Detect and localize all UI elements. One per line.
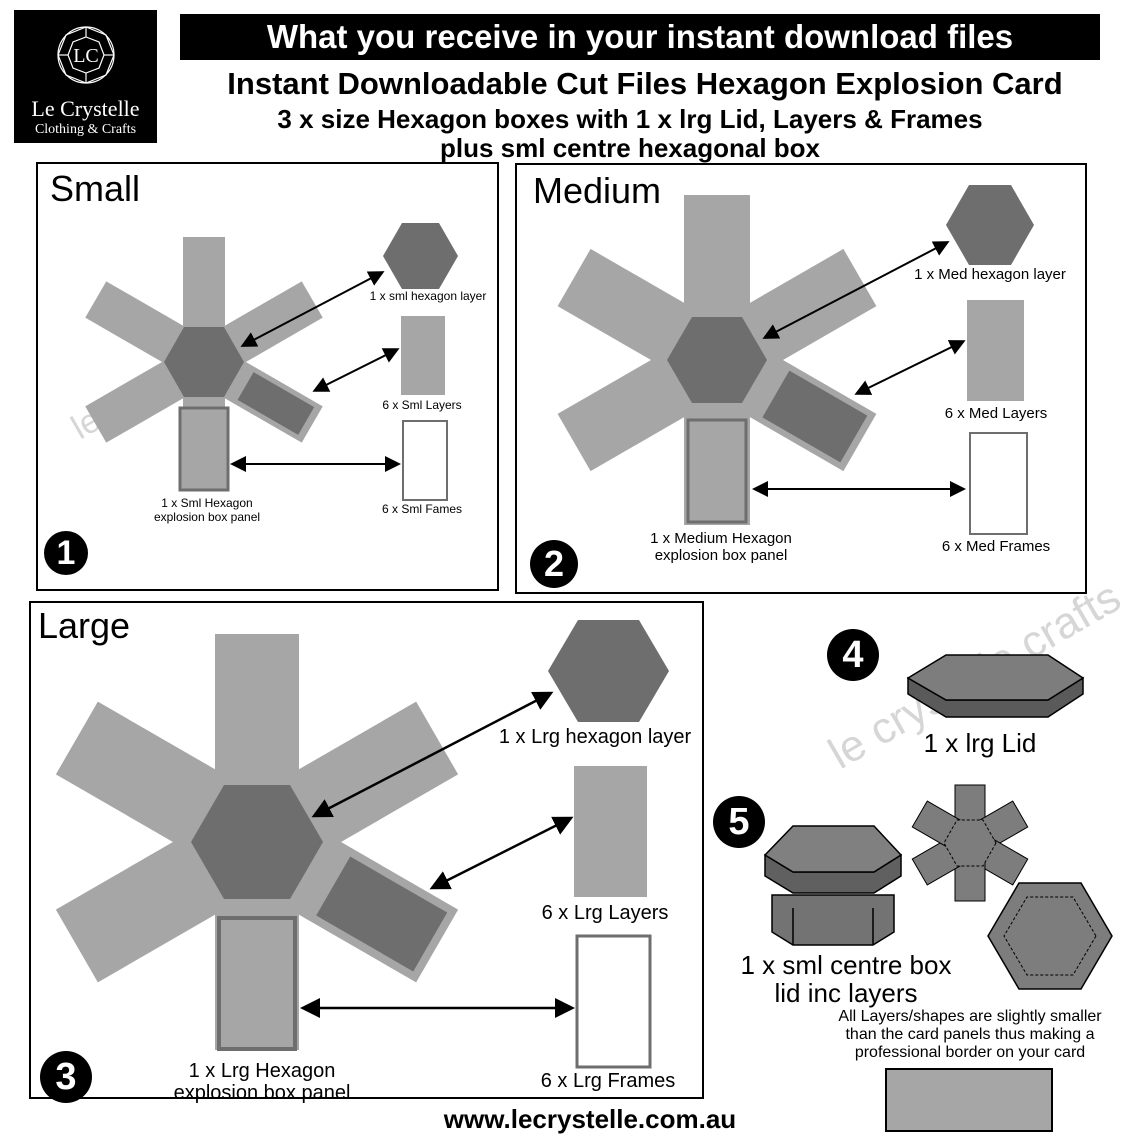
small-layers-caption: 6 x Sml Layers — [382, 398, 462, 412]
step-1-badge: 1 — [44, 531, 88, 575]
small-panel-caption-1: 1 x Sml Hexagon — [161, 496, 253, 510]
page-title: Instant Downloadable Cut Files Hexagon E… — [227, 66, 1063, 101]
lid-caption: 1 x lrg Lid — [923, 728, 1037, 758]
small-label: Small — [50, 168, 141, 209]
step-4-badge: 4 — [827, 629, 879, 681]
large-panel-caption-1: 1 x Lrg Hexagon — [188, 1060, 336, 1082]
subtitle-line-1: 3 x size Hexagon boxes with 1 x lrg Lid,… — [277, 104, 983, 134]
large-hexagon-caption: 1 x Lrg hexagon layer — [498, 726, 692, 748]
small-frames-caption: 6 x Sml Fames — [381, 502, 462, 516]
note-line-1: All Layers/shapes are slightly smaller — [838, 1008, 1102, 1025]
sample-layer-panel — [885, 1068, 1053, 1132]
lid-net-hexagon — [987, 882, 1113, 990]
centre-box — [763, 825, 903, 946]
small-hexagon-caption: 1 x sml hexagon layer — [369, 289, 487, 303]
note-line-3: professional border on your card — [854, 1044, 1086, 1061]
medium-panel — [515, 163, 1087, 594]
diamond-monogram-icon: LC — [57, 26, 115, 84]
medium-label: Medium — [533, 170, 662, 211]
box-net-star — [911, 784, 1029, 902]
medium-layer — [967, 300, 1024, 401]
medium-explosion-panel — [557, 195, 877, 525]
brand-tagline: Clothing & Crafts — [34, 122, 137, 137]
small-explosion-panel — [85, 237, 323, 492]
download-banner: What you receive in your instant downloa… — [180, 14, 1100, 60]
medium-panel-caption-2: explosion box panel — [654, 547, 788, 564]
large-hexagon-layer — [548, 620, 669, 722]
svg-text:LC: LC — [73, 45, 99, 67]
subtitle-line-2: plus sml centre hexagonal box — [440, 133, 820, 163]
box-caption-1: 1 x sml centre box — [740, 950, 952, 980]
large-layers-caption: 6 x Lrg Layers — [541, 902, 669, 924]
medium-frame — [969, 432, 1028, 535]
small-frame — [402, 420, 448, 501]
brand-name: Le Crystelle — [31, 96, 140, 121]
large-panel — [29, 601, 704, 1099]
brand-logo: LC Le Crystelle Clothing & Crafts — [14, 10, 157, 143]
small-panel-caption-2: explosion box panel — [153, 510, 261, 524]
medium-hexagon-layer — [946, 185, 1034, 265]
large-panel-caption-2: explosion box panel — [173, 1082, 351, 1104]
step-2-badge: 2 — [530, 540, 578, 588]
box-caption-2: lid inc layers — [774, 978, 918, 1008]
large-explosion-panel — [55, 634, 459, 1051]
small-hexagon-layer — [383, 223, 458, 289]
hexagon-lid — [906, 654, 1085, 718]
medium-frames-caption: 6 x Med Frames — [941, 538, 1051, 555]
large-label: Large — [38, 605, 131, 646]
medium-panel-caption-1: 1 x Medium Hexagon — [650, 530, 792, 547]
step-3-badge: 3 — [40, 1051, 92, 1103]
website-link[interactable]: www.lecrystelle.com.au — [443, 1104, 737, 1134]
small-layer — [401, 316, 445, 395]
large-frame — [575, 934, 652, 1069]
note-line-2: than the card panels thus making a — [845, 1026, 1095, 1043]
medium-hexagon-caption: 1 x Med hexagon layer — [914, 266, 1066, 283]
small-panel — [36, 162, 499, 591]
step-5-badge: 5 — [713, 796, 765, 848]
large-frames-caption: 6 x Lrg Frames — [540, 1070, 676, 1092]
large-layer — [574, 766, 647, 897]
medium-layers-caption: 6 x Med Layers — [944, 405, 1048, 422]
